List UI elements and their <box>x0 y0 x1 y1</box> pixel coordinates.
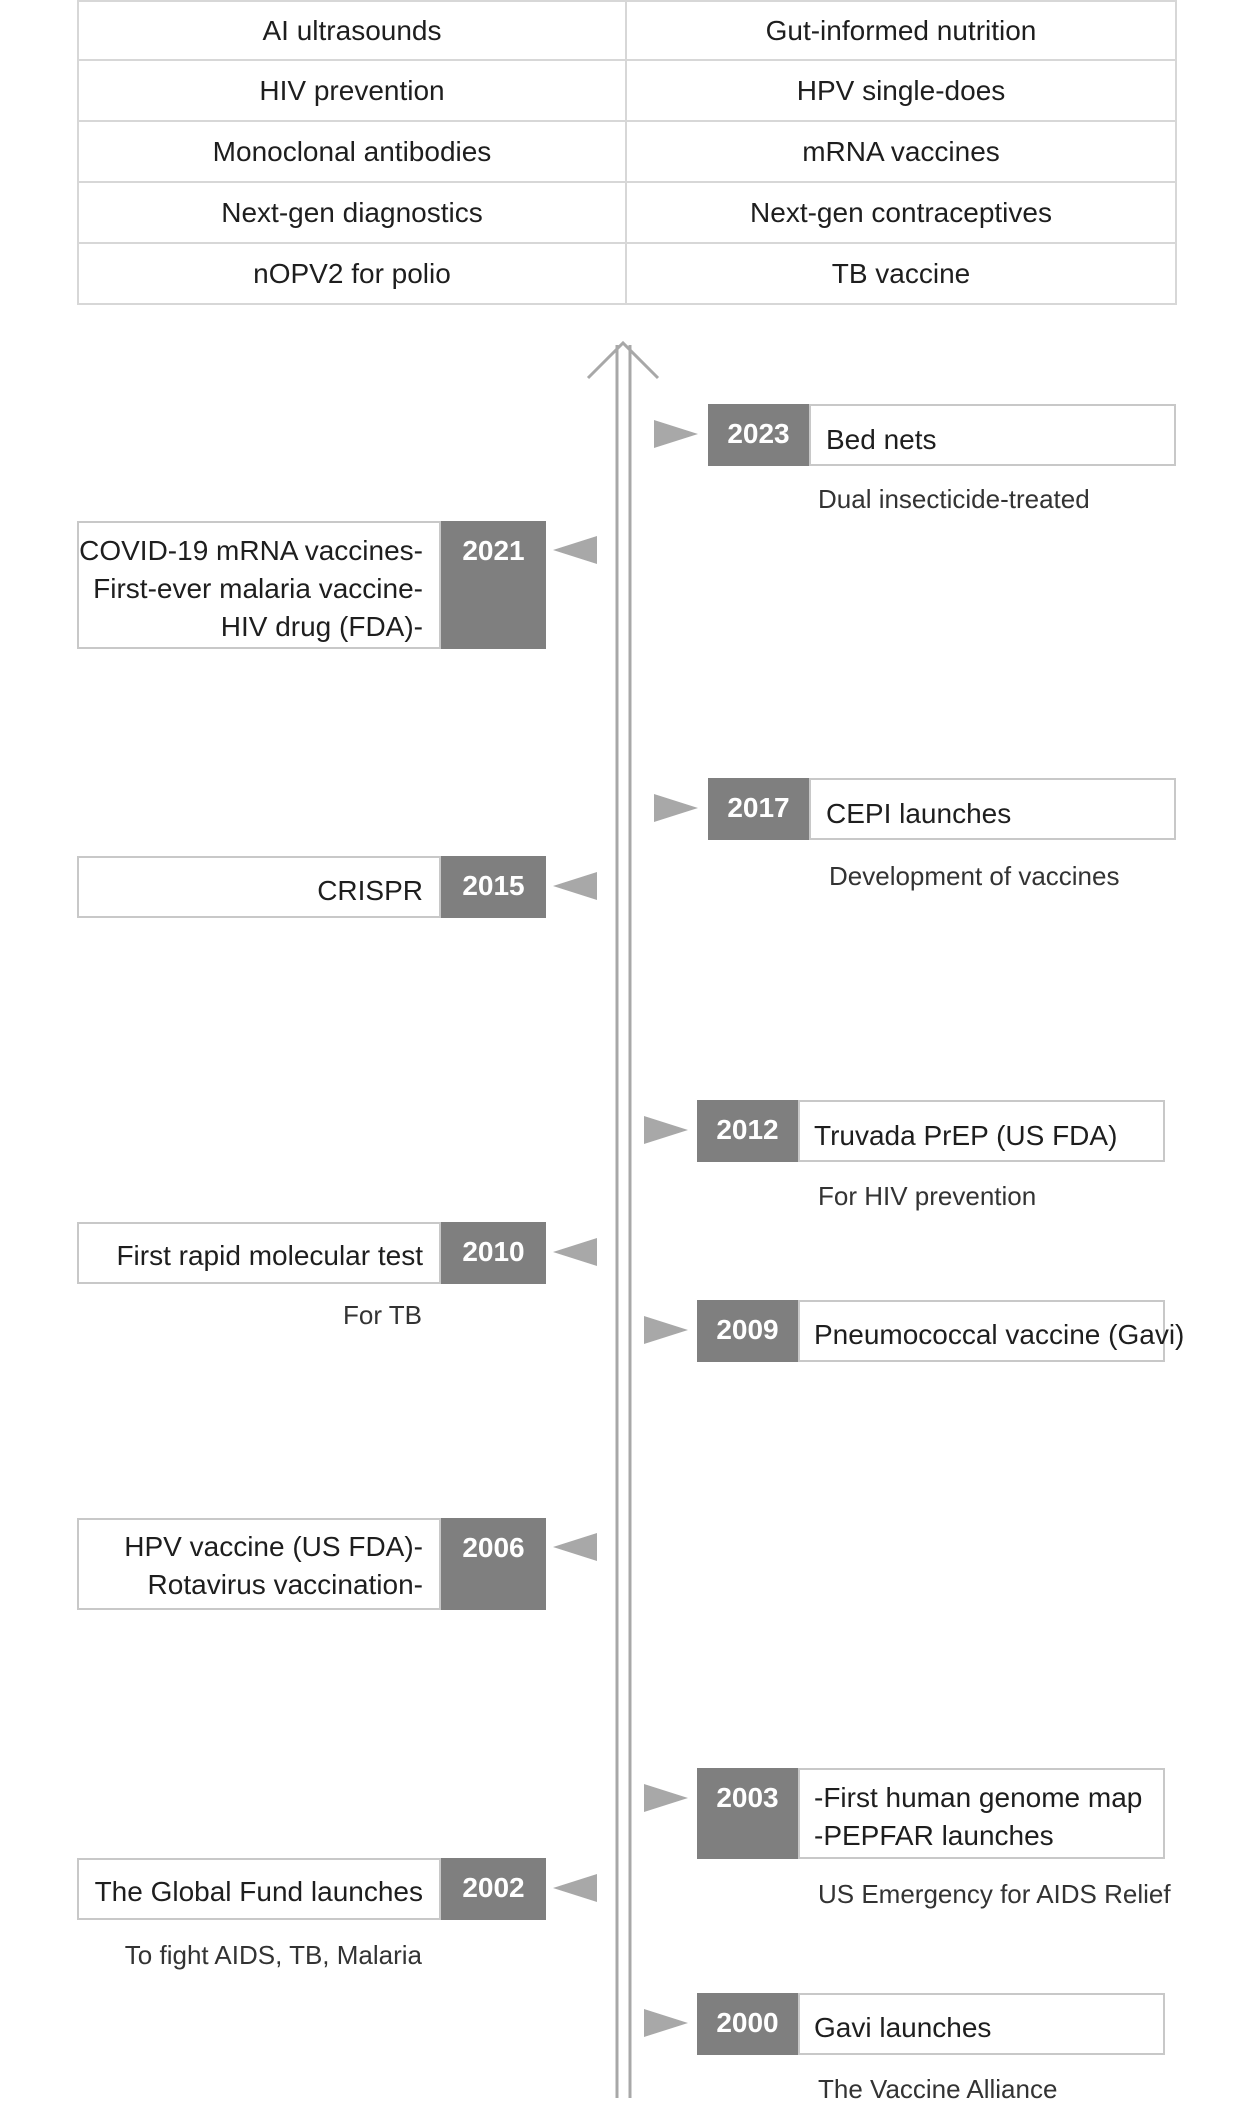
year-badge: 2015 <box>441 856 546 918</box>
event-label: The Global Fund launches <box>95 1873 423 1911</box>
event-label-line: Bed nets <box>826 424 937 455</box>
event-box <box>809 404 1176 466</box>
event-label-line: Truvada PrEP (US FDA) <box>814 1120 1118 1151</box>
pointer-arrow-icon <box>553 1533 597 1561</box>
pointer-arrow-icon <box>644 1784 688 1812</box>
event-label-line: Gavi launches <box>814 2012 992 2043</box>
event-box <box>798 1768 1165 1859</box>
event-box <box>809 778 1176 840</box>
event-box <box>798 1993 1165 2055</box>
event-label: COVID-19 mRNA vaccines- First-ever malari… <box>79 532 423 646</box>
event-note: The Vaccine Alliance <box>818 2074 1058 2104</box>
pointer-arrow-icon <box>644 2009 688 2037</box>
event-label-line: HIV drug (FDA)- <box>220 611 423 642</box>
axis-arrow-head <box>586 340 660 380</box>
event-label: Bed nets <box>826 421 937 459</box>
event-label: HPV vaccine (US FDA)- Rotavirus vaccinati… <box>124 1528 423 1604</box>
event-box <box>77 1222 441 1284</box>
event-box <box>77 1858 441 1920</box>
topic-cell: HIV prevention <box>77 59 627 122</box>
event-note: Dual insecticide-treated <box>818 484 1090 514</box>
year-badge: 2012 <box>697 1100 798 1162</box>
year-badge: 2021 <box>441 521 546 649</box>
event-label: CEPI launches <box>826 795 1011 833</box>
event-note: Development of vaccines <box>829 861 1120 891</box>
pointer-arrow-icon <box>644 1116 688 1144</box>
year-badge: 2002 <box>441 1858 546 1920</box>
event-label-line: First rapid molecular test <box>116 1240 423 1271</box>
event-label-line: COVID-19 mRNA vaccines- <box>79 535 423 566</box>
pointer-arrow-icon <box>654 420 698 448</box>
event-label: CRISPR <box>317 872 423 910</box>
event-note: For TB <box>343 1300 422 1330</box>
year-badge: 2006 <box>441 1518 546 1610</box>
year-badge: 2017 <box>708 778 809 840</box>
pointer-arrow-icon <box>553 1238 597 1266</box>
topic-cell: mRNA vaccines <box>625 120 1177 183</box>
event-label: Truvada PrEP (US FDA) <box>814 1117 1117 1155</box>
topic-cell: Next-gen contraceptives <box>625 181 1177 244</box>
event-label: -First human genome map -PEPFAR launches <box>814 1779 1142 1855</box>
pointer-arrow-icon <box>553 872 597 900</box>
event-label-line: CRISPR <box>317 875 423 906</box>
year-badge: 2009 <box>697 1300 798 1362</box>
event-label-line: -PEPFAR launches <box>814 1820 1054 1851</box>
pointer-arrow-icon <box>654 794 698 822</box>
topic-cell: nOPV2 for polio <box>77 242 627 305</box>
pointer-arrow-icon <box>644 1316 688 1344</box>
event-box <box>798 1300 1165 1362</box>
event-note: To fight AIDS, TB, Malaria <box>124 1940 422 1970</box>
year-badge: 2003 <box>697 1768 798 1859</box>
pointer-arrow-icon <box>553 536 597 564</box>
event-box <box>77 1518 441 1610</box>
topic-cell: Gut-informed nutrition <box>625 0 1177 61</box>
year-badge: 2010 <box>441 1222 546 1284</box>
event-box <box>798 1100 1165 1162</box>
event-box <box>77 521 441 649</box>
pointer-arrow-icon <box>553 1874 597 1902</box>
event-box <box>77 856 441 918</box>
event-label-line: HPV vaccine (US FDA)- <box>124 1531 423 1562</box>
event-label-line: CEPI launches <box>826 798 1012 829</box>
event-note: For HIV prevention <box>818 1181 1037 1211</box>
topic-cell: HPV single-does <box>625 59 1177 122</box>
year-badge: 2023 <box>708 404 809 466</box>
topic-cell: Next-gen diagnostics <box>77 181 627 244</box>
event-label-line: Rotavirus vaccination- <box>147 1569 423 1600</box>
event-label: Pneumococcal vaccine (Gavi) <box>814 1316 1184 1354</box>
topic-cell: Monoclonal antibodies <box>77 120 627 183</box>
topic-cell: TB vaccine <box>625 242 1177 305</box>
event-label-line: The Global Fund launches <box>94 1876 423 1907</box>
event-label-line: Pneumococcal vaccine (Gavi) <box>814 1319 1185 1350</box>
topic-cell: AI ultrasounds <box>77 0 627 61</box>
event-note: US Emergency for AIDS Relief <box>818 1879 1171 1909</box>
event-label: Gavi launches <box>814 2009 991 2047</box>
event-label-line: First-ever malaria vaccine- <box>93 573 423 604</box>
event-label-line: -First human genome map <box>814 1782 1143 1813</box>
event-label: First rapid molecular test <box>116 1237 423 1275</box>
year-badge: 2000 <box>697 1993 798 2055</box>
